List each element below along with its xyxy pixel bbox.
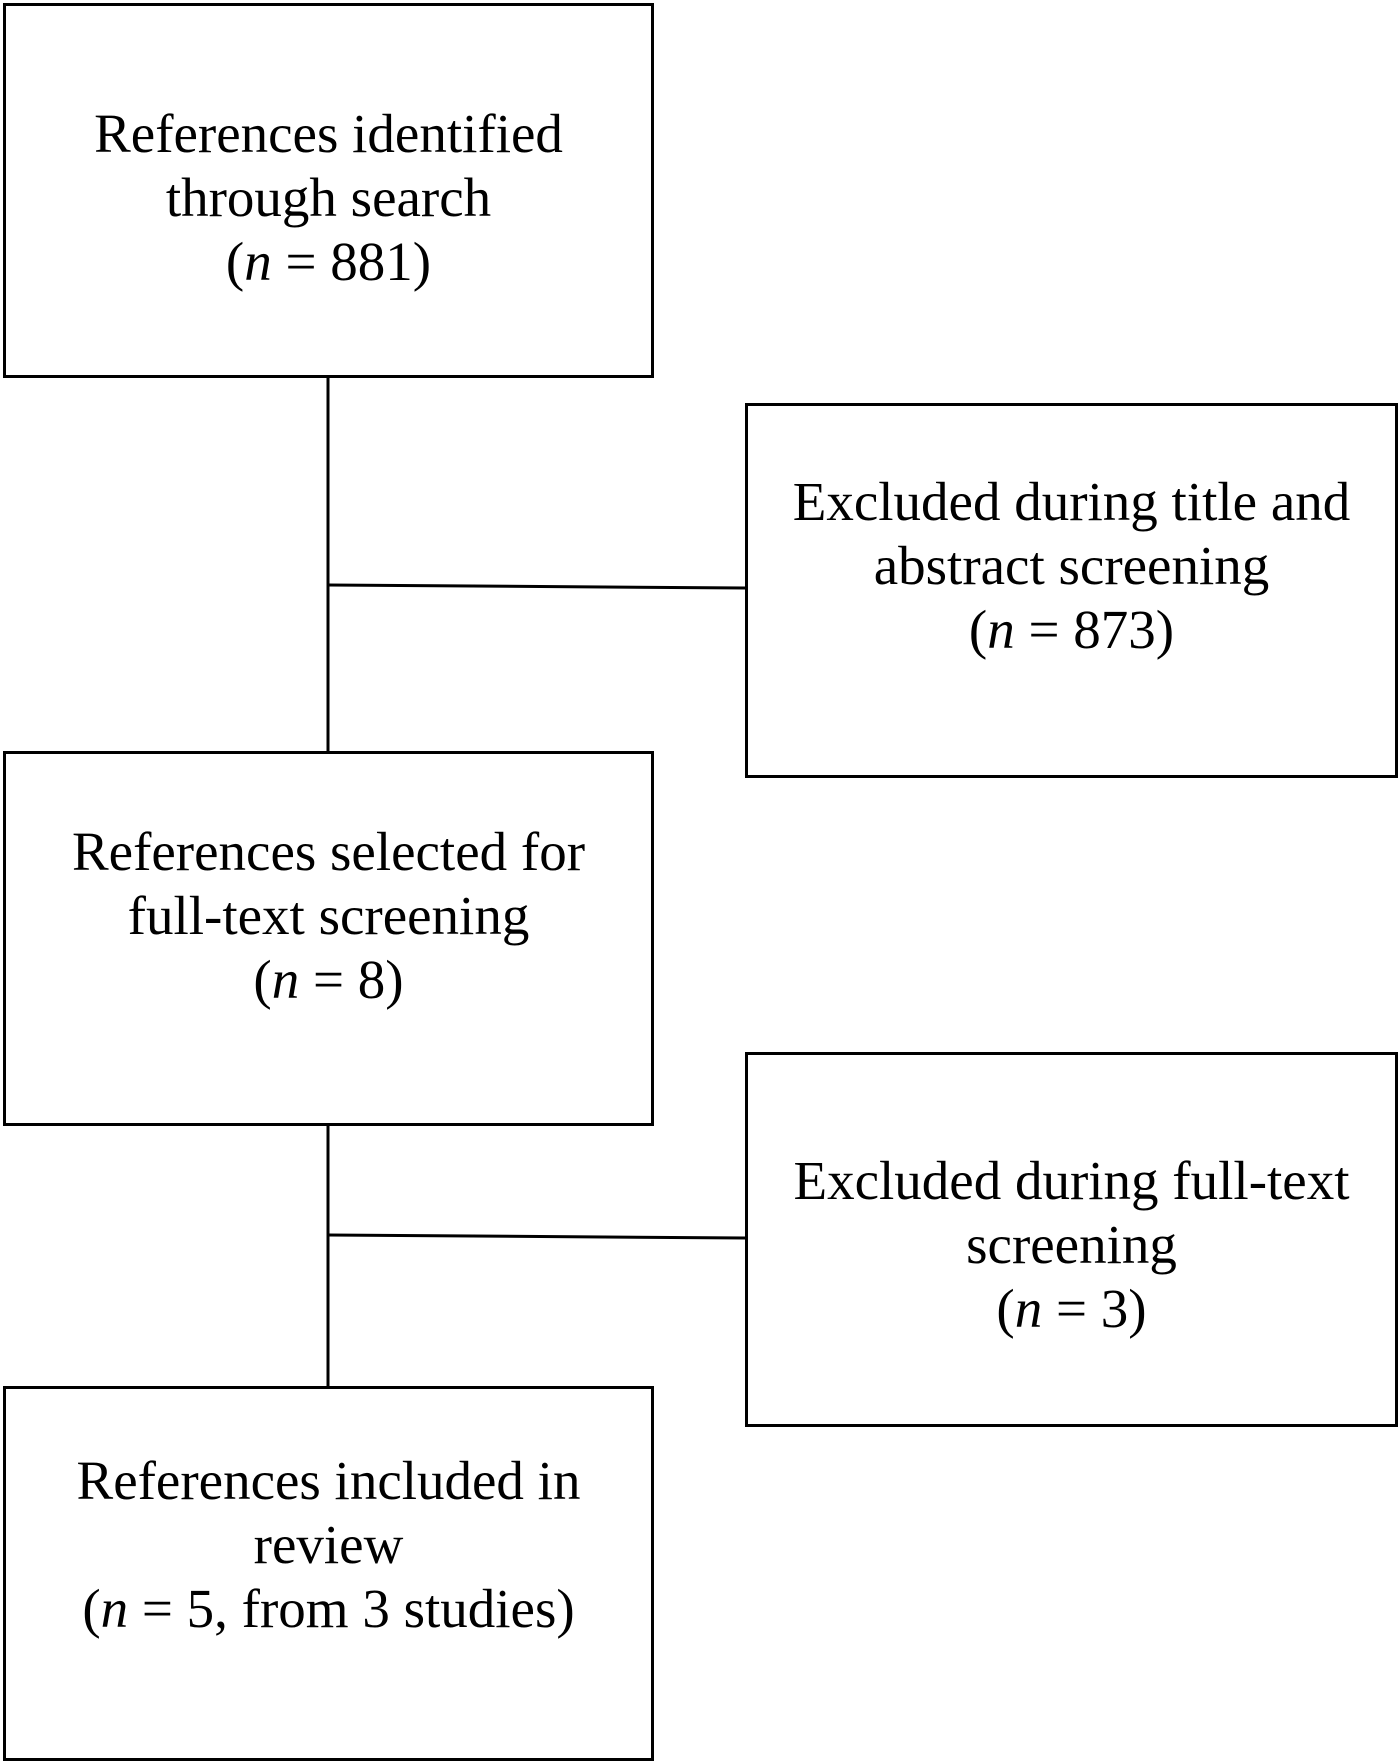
box-line: References included in — [76, 1450, 581, 1511]
count-variable: n — [244, 231, 272, 292]
selected-full-text-screening-text: References selected for full-text screen… — [72, 820, 585, 1123]
count-line: (n = 8) — [72, 948, 585, 1012]
count-open: ( — [253, 949, 272, 1010]
count-variable: n — [100, 1578, 129, 1639]
count-open: ( — [968, 599, 988, 660]
count-variable: n — [271, 949, 300, 1010]
identified-through-search-text: References identified through search (n … — [94, 102, 563, 375]
box-line: Excluded during full-text — [793, 1150, 1350, 1211]
box-line: through search — [165, 167, 492, 228]
count-line: (n = 881) — [94, 230, 563, 294]
excluded-full-text-box: Excluded during full-text screening (n =… — [745, 1052, 1398, 1427]
identified-through-search-box: References identified through search (n … — [3, 3, 654, 378]
box-line: full-text screening — [127, 885, 530, 946]
count-open: ( — [996, 1278, 1015, 1339]
included-in-review-box: References included in review (n = 5, fr… — [3, 1386, 654, 1761]
box-line: screening — [966, 1214, 1177, 1275]
count-variable: n — [1014, 1278, 1043, 1339]
connector-to-excluded-fulltext — [327, 1233, 746, 1240]
excluded-title-abstract-box: Excluded during title and abstract scree… — [745, 403, 1398, 778]
connector-to-excluded-title-abstract — [327, 583, 746, 590]
count-line: (n = 873) — [793, 598, 1351, 662]
count-open: ( — [82, 1578, 101, 1639]
selected-full-text-screening-box: References selected for full-text screen… — [3, 751, 654, 1126]
count-variable: n — [987, 599, 1015, 660]
count-line: (n = 5, from 3 studies) — [77, 1577, 581, 1641]
count-value: = 5, from 3 studies) — [128, 1578, 575, 1639]
box-line: References selected for — [71, 821, 586, 882]
count-line: (n = 3) — [794, 1277, 1350, 1341]
box-line: Excluded during title and — [792, 471, 1351, 532]
count-value: = 873) — [1014, 599, 1175, 660]
included-in-review-text: References included in review (n = 5, fr… — [77, 1449, 581, 1758]
box-line: review — [253, 1514, 404, 1575]
count-open: ( — [225, 231, 245, 292]
excluded-title-abstract-text: Excluded during title and abstract scree… — [793, 470, 1351, 775]
count-value: = 3) — [1042, 1278, 1147, 1339]
count-value: = 881) — [271, 231, 432, 292]
count-value: = 8) — [299, 949, 404, 1010]
box-line: abstract screening — [873, 535, 1270, 596]
box-line: References identified — [94, 103, 563, 164]
excluded-full-text-text: Excluded during full-text screening (n =… — [794, 1149, 1350, 1424]
